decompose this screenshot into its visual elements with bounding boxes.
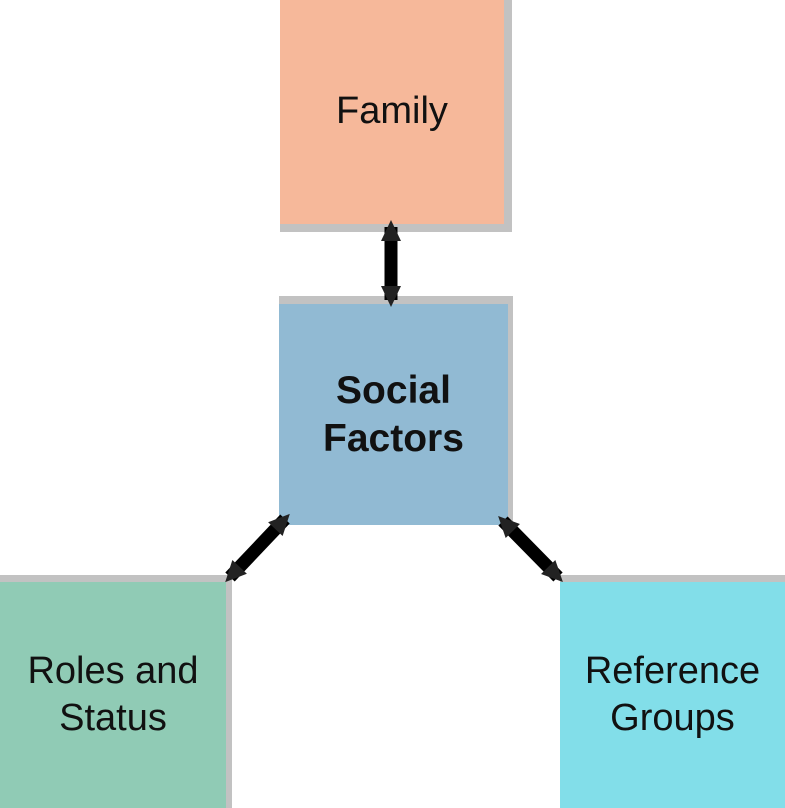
node-social-factors-label: Social Factors [323, 368, 464, 460]
node-roles-and-status: Roles and Status [0, 575, 232, 808]
node-family-label: Family [336, 90, 448, 133]
node-social-factors: Social Factors [279, 296, 513, 525]
node-roles-and-status-label: Roles and Status [27, 649, 199, 740]
connector-social-roles [225, 513, 290, 583]
connector-social-reference [498, 516, 563, 582]
node-family: Family [280, 0, 512, 232]
node-reference-groups-label: Reference Groups [584, 649, 761, 740]
node-reference-groups: Reference Groups [560, 575, 785, 808]
